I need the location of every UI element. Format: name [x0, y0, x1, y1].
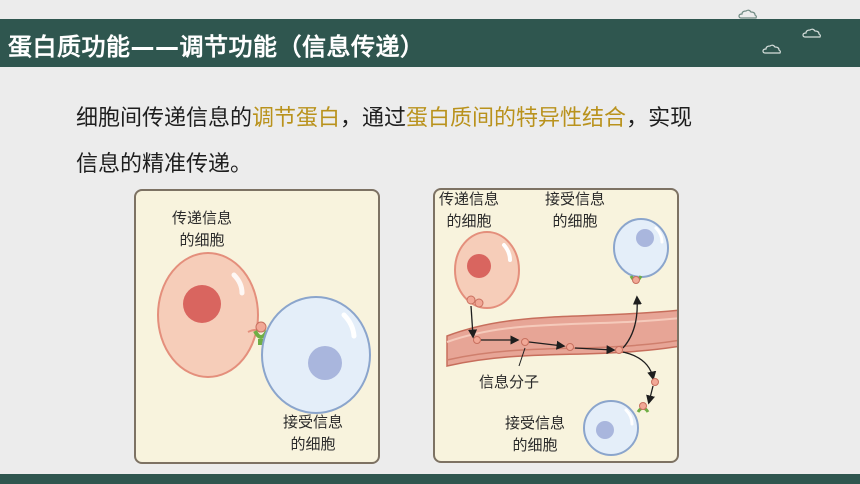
label-line: 接受信息	[505, 414, 566, 432]
sender-nucleus	[183, 285, 221, 323]
label-line: 的细胞	[446, 212, 492, 230]
label-line: 传递信息	[172, 209, 233, 227]
receiver-nucleus	[308, 346, 342, 380]
signal-molecule	[255, 321, 267, 333]
signal-molecule	[651, 378, 659, 386]
label-line: 的细胞	[512, 436, 558, 454]
receiver-cell-label: 接受信息 的细胞	[283, 411, 343, 455]
label-line: 的细胞	[552, 212, 598, 230]
signal-molecule	[521, 338, 529, 346]
receiver-top-label: 接受信息 的细胞	[545, 190, 606, 232]
text-segment: ，实现	[626, 106, 693, 131]
label-line: 的细胞	[179, 231, 225, 249]
sender-cell-label: 传递信息 的细胞	[172, 207, 232, 251]
figure-direct-contact-illustration	[157, 252, 371, 414]
cloud-icon	[762, 44, 781, 54]
signal-molecule	[639, 402, 647, 410]
page-title: 蛋白质功能——调节功能（信息传递）	[8, 33, 425, 61]
footer-bar	[0, 474, 860, 484]
receiver-nucleus	[596, 421, 614, 439]
sender-cell-label: 传递信息 的细胞	[439, 190, 500, 232]
receiver-nucleus	[636, 229, 654, 247]
signal-molecule	[474, 298, 484, 308]
highlight-specific-binding: 蛋白质间的特异性结合	[406, 106, 627, 131]
text-segment: ，通过	[340, 106, 407, 131]
label-line: 接受信息	[545, 190, 606, 208]
figure-blood-transport: 传递信息 的细胞 接受信息 的细胞 信息分子 接受信息 的细胞	[433, 188, 679, 463]
molecule-label: 信息分子	[479, 373, 540, 391]
figure-direct-contact: 传递信息 的细胞 接受信息 的细胞	[134, 189, 380, 464]
signal-molecule	[466, 295, 476, 305]
signal-molecule	[615, 346, 623, 354]
signal-molecule	[473, 336, 481, 344]
receiver-cell-top	[613, 218, 669, 278]
body-text-line2: 信息的精准传递。	[76, 152, 253, 177]
cloud-icon	[738, 9, 757, 19]
sender-nucleus	[467, 254, 491, 278]
cloud-icon	[802, 28, 821, 38]
label-line: 的细胞	[290, 435, 336, 453]
text-segment: 细胞间传递信息的	[76, 106, 253, 131]
highlight-regulatory-protein: 调节蛋白	[252, 106, 341, 131]
receiver-bottom-label: 接受信息 的细胞	[505, 412, 565, 456]
label-line: 传递信息	[439, 190, 500, 208]
body-text-line1: 细胞间传递信息的调节蛋白，通过蛋白质间的特异性结合，实现	[76, 100, 692, 132]
header-bar	[0, 19, 860, 67]
label-line: 接受信息	[283, 413, 344, 431]
signal-molecule	[566, 343, 574, 351]
blood-vessel	[446, 309, 677, 367]
figure-blood-transport-illustration	[446, 218, 677, 456]
signal-molecule	[632, 276, 640, 284]
